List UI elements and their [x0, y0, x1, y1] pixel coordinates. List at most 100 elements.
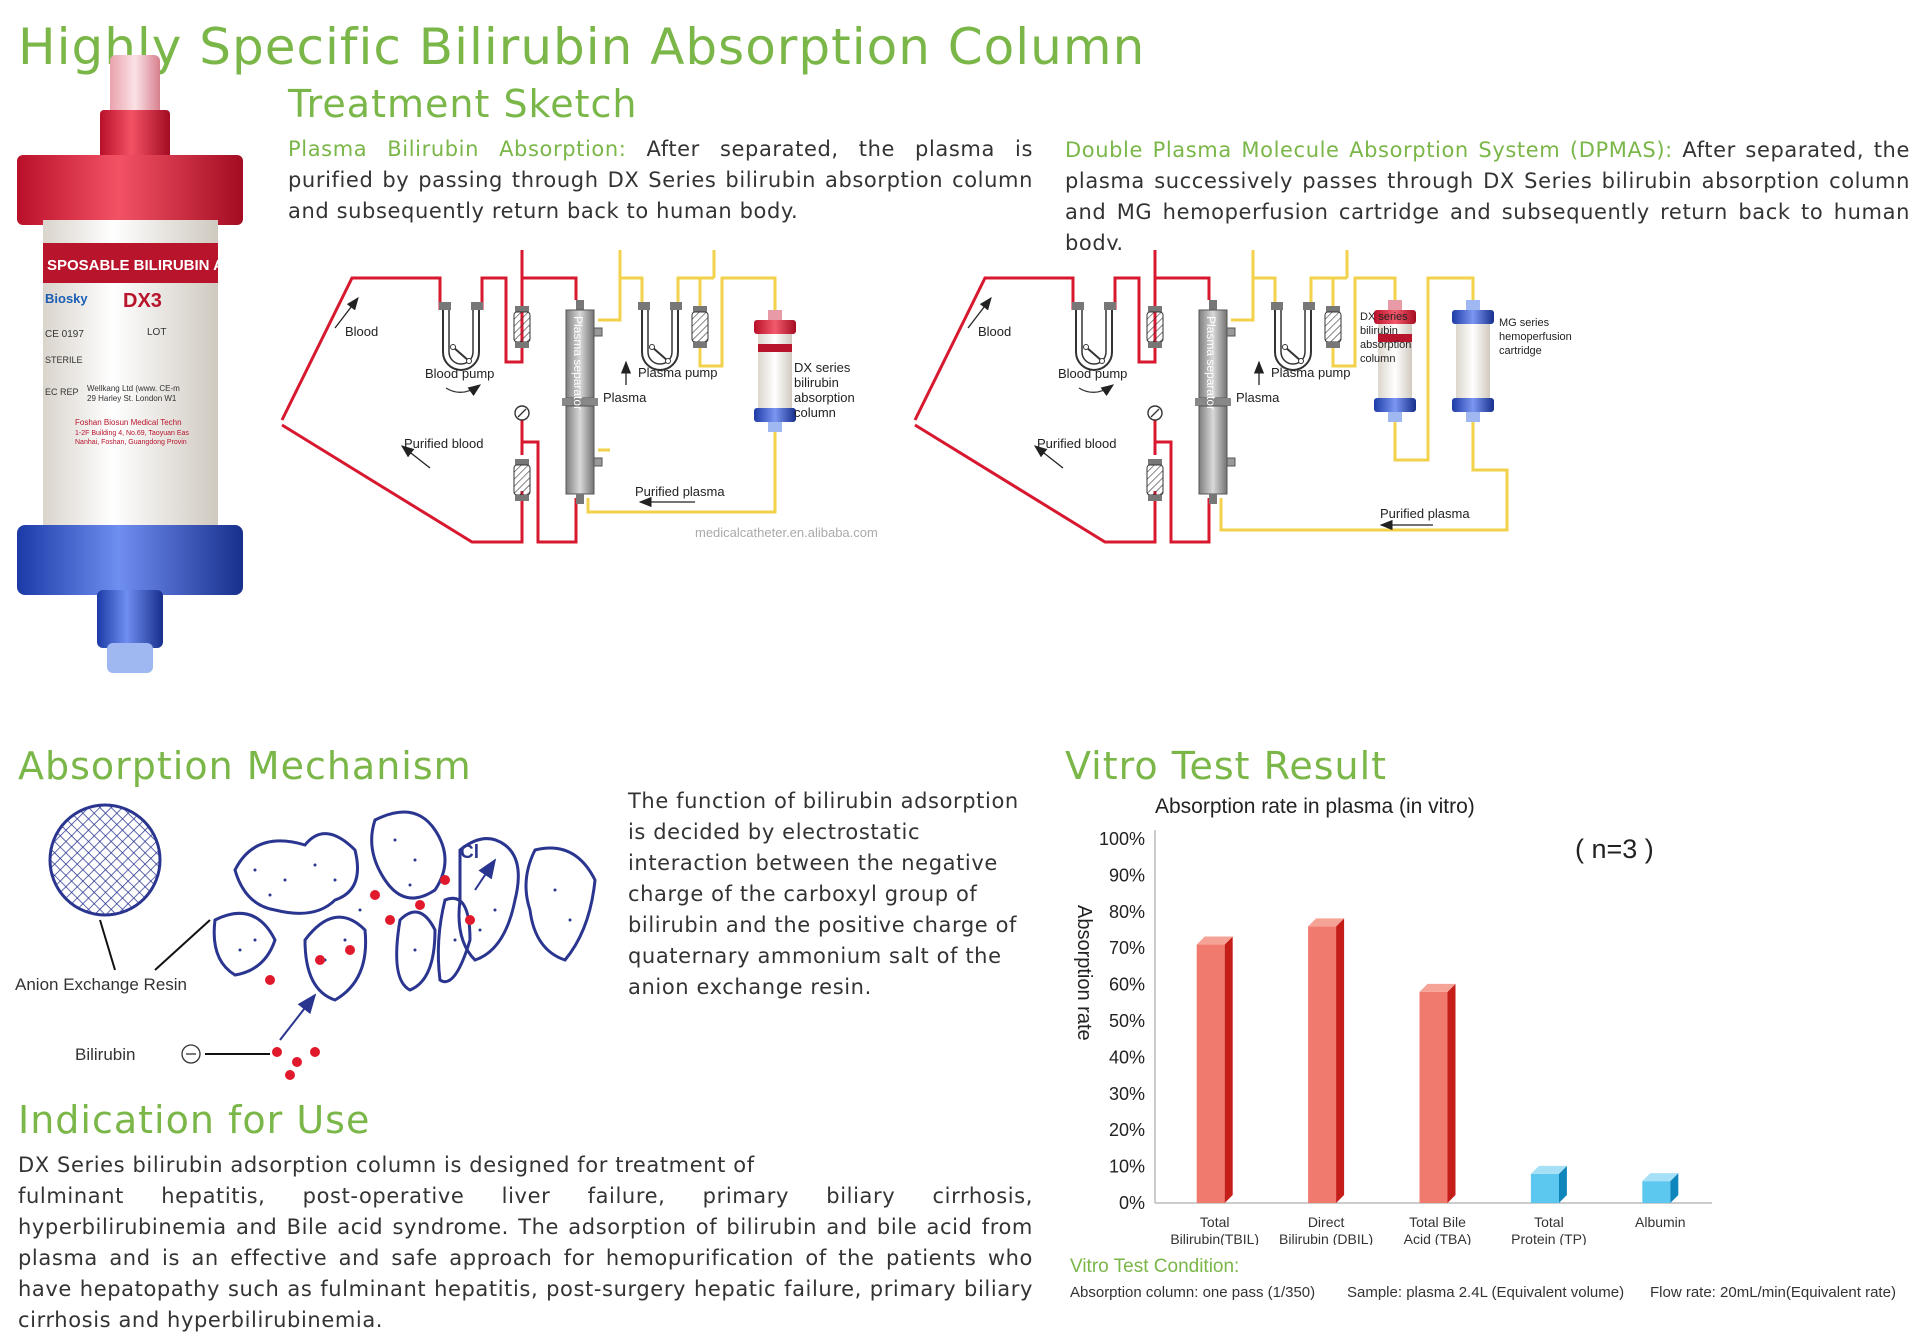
chloride-label: Cl	[460, 842, 479, 863]
blood-pump-label-left: Blood pump	[425, 366, 494, 381]
y-tick-label: 50%	[1109, 1011, 1145, 1031]
diagram-left: Plasma separator Blood Blood pump Plasma…	[280, 250, 878, 544]
plasma-pump-label-left: Plasma pump	[638, 365, 717, 380]
y-tick-label: 0%	[1119, 1193, 1145, 1213]
maker-line-1: Foshan Biosun Medical Techn	[75, 418, 182, 427]
model-label: DX3	[123, 290, 162, 312]
mechanism-heading: Absorption Mechanism	[18, 744, 472, 788]
x-tick-label: Total	[1534, 1214, 1564, 1230]
dx-label-right-4: column	[1360, 353, 1395, 365]
plasma-separator-label-left: Plasma separator	[571, 316, 585, 410]
bilirubin-label: Bilirubin	[75, 1045, 135, 1064]
dx-label-right-2: bilirubin	[1360, 325, 1398, 337]
y-tick-label: 60%	[1109, 975, 1145, 995]
resin-bead	[48, 803, 162, 917]
rep-line-1: Wellkang Ltd (www. CE-m	[87, 384, 180, 393]
resin-matrix	[212, 810, 597, 1002]
bar	[1419, 983, 1456, 1203]
bar-side	[1224, 936, 1233, 1203]
label-band: SPOSABLE BILIRUBIN ADSORPTI	[47, 257, 245, 274]
x-tick-label: Direct	[1308, 1214, 1345, 1230]
purified-blood-label-right: Purified blood	[1037, 436, 1117, 451]
indication-text: fulminant hepatitis, post-operative live…	[18, 1184, 1033, 1332]
bar-front	[1196, 944, 1225, 1203]
bar	[1530, 1165, 1567, 1203]
indication-line1: DX Series bilirubin adsorption column is…	[18, 1153, 755, 1177]
y-tick-label: 100%	[1099, 829, 1145, 849]
gauge-right-4	[1147, 405, 1163, 421]
drip-chamber-right-top	[1146, 305, 1164, 349]
condition-3: Flow rate: 20mL/min(Equivalent rate)	[1650, 1284, 1896, 1301]
plasma-pump-label-right: Plasma pump	[1271, 365, 1350, 380]
resin-label: Anion Exchange Resin	[15, 975, 187, 994]
bar-front	[1419, 991, 1448, 1203]
plasma-separator-label-right: Plasma separator	[1204, 316, 1218, 410]
y-axis-ticks: 0%10%20%30%40%50%60%70%80%90%100%	[1099, 829, 1145, 1213]
maker-line-3: Nanhai, Foshan, Guangdong Provin	[75, 439, 187, 446]
x-tick-label: Total Bile	[1409, 1214, 1466, 1230]
lot-mark: LOT	[147, 327, 166, 338]
treatment-right-lead: Double Plasma Molecule Absorption System…	[1065, 138, 1673, 162]
mg-label-right-2: hemoperfusion	[1499, 331, 1572, 343]
chart-ylabel: Absorption rate	[1073, 905, 1095, 1041]
negative-charge-icon	[181, 1044, 201, 1064]
bar	[1308, 918, 1345, 1203]
purified-blood-label-left: Purified blood	[404, 436, 484, 451]
y-tick-label: 90%	[1109, 865, 1145, 885]
page-title: Highly Specific Bilirubin Absorption Col…	[18, 18, 1146, 76]
treatment-right-desc: Double Plasma Molecule Absorption System…	[1065, 135, 1910, 259]
blood-label-right: Blood	[978, 324, 1011, 339]
purified-plasma-label-left: Purified plasma	[635, 484, 725, 499]
treatment-right-text: After separated, the plasma successively…	[1065, 138, 1910, 255]
x-tick-label: Albumin	[1635, 1214, 1686, 1230]
x-tick-label: Bilirubin (DBIL)	[1279, 1231, 1373, 1245]
bar-front	[1530, 1173, 1559, 1203]
dx-column-left	[754, 310, 796, 432]
y-tick-label: 80%	[1109, 902, 1145, 922]
brand-label: Biosky	[45, 291, 88, 306]
y-tick-label: 70%	[1109, 938, 1145, 958]
drip-chamber-left-bottom	[513, 458, 531, 502]
bar	[1642, 1173, 1679, 1203]
gauge-left-4	[514, 405, 530, 421]
bar-side	[1670, 1173, 1679, 1203]
bar-side	[1447, 983, 1456, 1203]
x-tick-label: Protein (TP)	[1511, 1231, 1586, 1245]
bar-top	[1642, 1173, 1679, 1182]
y-tick-label: 20%	[1109, 1120, 1145, 1140]
vitro-heading: Vitro Test Result	[1065, 744, 1388, 788]
ec-rep-mark: EC REP	[45, 387, 79, 397]
bar	[1196, 936, 1233, 1203]
maker-line-2: 1-2F Building 4, No.69, Taoyuan Eas	[75, 430, 189, 437]
drip-chamber-left-top	[513, 305, 531, 349]
blood-pump-label-right: Blood pump	[1058, 366, 1127, 381]
vitro-chart: Absorption rate in plasma (in vitro) ( n…	[1073, 795, 1712, 1245]
dx-label-right-3: absorption	[1360, 339, 1411, 351]
plasma-label-right: Plasma	[1236, 390, 1280, 405]
mg-cartridge-right	[1452, 300, 1494, 422]
bilirubin-dots	[265, 875, 475, 985]
purified-plasma-label-right: Purified plasma	[1380, 506, 1470, 521]
resin-dots	[238, 838, 572, 962]
chart-title: Absorption rate in plasma (in vitro)	[1155, 795, 1475, 818]
mg-label-right-3: cartridge	[1499, 345, 1542, 357]
y-tick-label: 30%	[1109, 1084, 1145, 1104]
plasma-label-left: Plasma	[603, 390, 647, 405]
x-tick-label: Total	[1200, 1214, 1230, 1230]
condition-2: Sample: plasma 2.4L (Equivalent volume)	[1347, 1284, 1625, 1301]
dx-label-left-2: bilirubin	[794, 375, 839, 390]
drip-chamber-right-bottom	[1146, 458, 1164, 502]
treatment-left-lead: Plasma Bilirubin Absorption:	[288, 137, 627, 161]
bars	[1196, 918, 1679, 1203]
bar-front	[1308, 926, 1337, 1203]
chart-annotation: ( n=3 )	[1575, 834, 1654, 864]
mechanism-text: The function of bilirubin adsorption is …	[628, 789, 1019, 999]
bar-side	[1336, 918, 1345, 1203]
dx-label-right-1: DX series	[1360, 311, 1408, 323]
x-tick-label: Acid (TBA)	[1404, 1231, 1472, 1245]
drip-chamber-right-plasma	[1324, 305, 1342, 349]
bar-front	[1642, 1181, 1671, 1203]
mg-label-right-1: MG series	[1499, 317, 1550, 329]
bar-top	[1530, 1165, 1567, 1174]
